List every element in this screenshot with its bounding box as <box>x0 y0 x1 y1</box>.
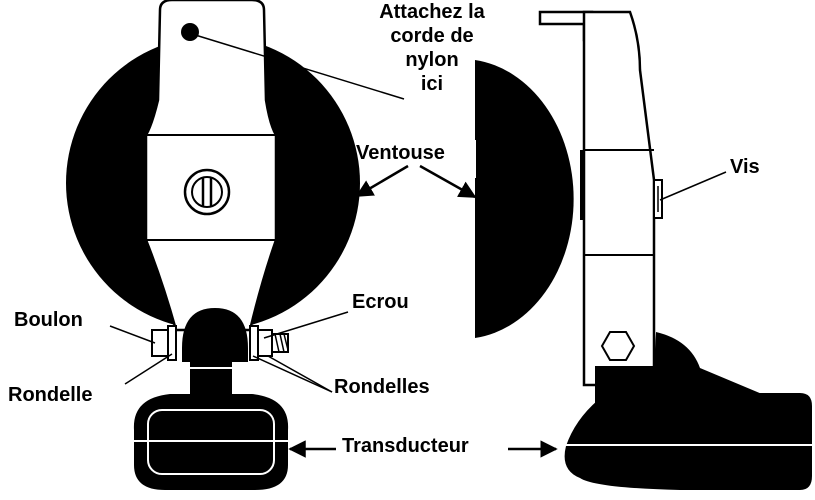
leader-boulon <box>109 325 156 344</box>
label-attach-line-4: ici <box>420 73 444 95</box>
center-screw-inner <box>191 176 223 208</box>
leader-ecrou <box>263 311 349 339</box>
front-view <box>66 0 360 490</box>
side-view <box>470 10 812 490</box>
hex-nut <box>600 331 636 361</box>
bracket-side <box>582 10 656 387</box>
washer-left <box>167 325 177 361</box>
label-attach-line-3: nylon <box>405 49 459 71</box>
suction-cup-side <box>475 60 574 338</box>
label-attach-line-2: corde de <box>390 25 474 47</box>
label-ventouse: Ventouse <box>356 142 445 164</box>
label-attach-line-1: Attachez la <box>379 1 485 23</box>
label-boulon: Boulon <box>14 309 83 331</box>
leader-rondelle <box>124 353 173 385</box>
leader-vis <box>659 171 727 201</box>
leader-lines <box>109 33 727 458</box>
leader-ventouse-right <box>419 164 477 199</box>
label-rondelle: Rondelle <box>8 384 93 406</box>
cord-hole <box>181 23 199 41</box>
leader-rondelles-1 <box>252 355 333 393</box>
label-attach-cord: Attachez la corde de nylon ici <box>352 0 512 96</box>
transducer-side <box>564 393 812 490</box>
label-rondelles: Rondelles <box>334 376 430 398</box>
washer-right-1 <box>249 325 259 361</box>
leader-ventouse-left <box>355 164 409 198</box>
leader-rondelles-2 <box>267 355 333 393</box>
label-vis: Vis <box>730 156 760 178</box>
label-ecrou: Ecrou <box>352 291 409 313</box>
nut <box>257 329 273 357</box>
label-transducteur: Transducteur <box>342 435 469 457</box>
bracket-front <box>144 0 278 332</box>
leader-attach <box>191 33 405 100</box>
